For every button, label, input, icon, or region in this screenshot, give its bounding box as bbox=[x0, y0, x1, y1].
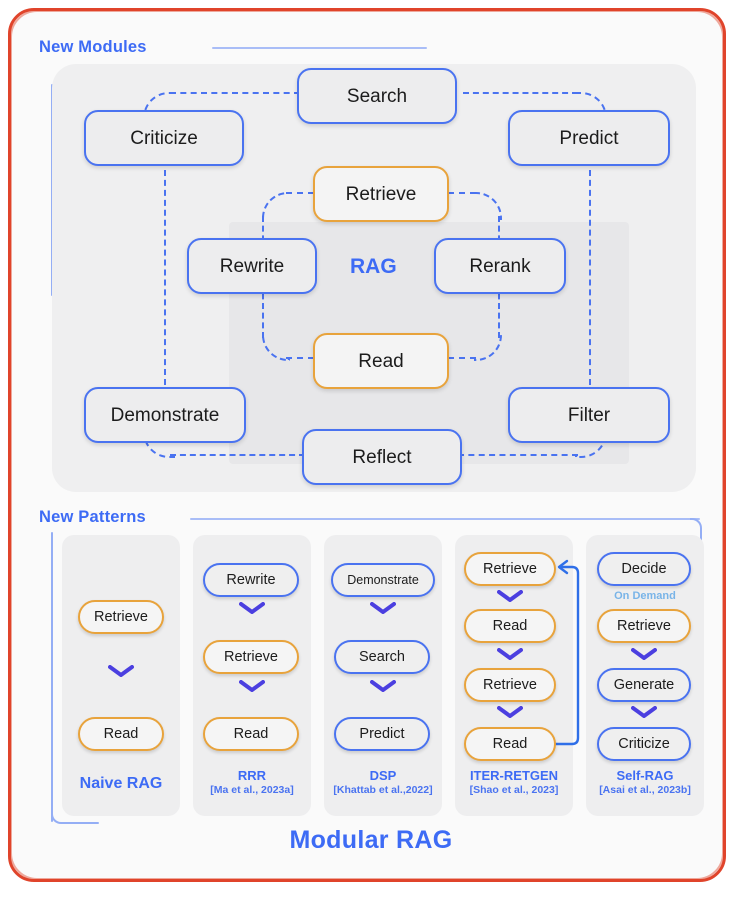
step-label: Retrieve bbox=[94, 609, 148, 625]
new-patterns-bracket-bottom bbox=[61, 822, 99, 824]
step-label: Read bbox=[492, 618, 528, 634]
node-label: Rewrite bbox=[219, 255, 285, 277]
pattern-step-selfrag-criticize[interactable]: Criticize bbox=[597, 727, 691, 761]
rag-center-label: RAG bbox=[350, 255, 397, 278]
step-label: Demonstrate bbox=[347, 573, 419, 587]
chevron-down-icon bbox=[239, 680, 265, 692]
module-node-filter[interactable]: Filter bbox=[508, 387, 670, 443]
module-node-retrieve[interactable]: Retrieve bbox=[313, 166, 449, 222]
node-label: Demonstrate bbox=[110, 404, 220, 426]
pattern-step-iter-retrieve-1[interactable]: Retrieve bbox=[464, 552, 556, 586]
node-label: Retrieve bbox=[345, 183, 417, 205]
node-label: Read bbox=[358, 350, 404, 372]
chevron-down-icon bbox=[497, 590, 523, 602]
inner-ring-bottom-right bbox=[448, 357, 476, 359]
node-label: Rerank bbox=[469, 255, 531, 277]
new-patterns-corner-bl bbox=[51, 812, 63, 824]
chevron-down-icon bbox=[631, 648, 657, 660]
pattern-step-naive-read[interactable]: Read bbox=[78, 717, 164, 751]
step-label: Search bbox=[359, 649, 405, 665]
new-patterns-rule bbox=[190, 518, 700, 520]
step-label: Generate bbox=[613, 677, 675, 693]
pattern-step-selfrag-decide[interactable]: Decide bbox=[597, 552, 691, 586]
step-label: Retrieve bbox=[483, 677, 537, 693]
pattern-citation-iter-retgen: [Shao et al., 2023] bbox=[469, 784, 559, 796]
module-node-read[interactable]: Read bbox=[313, 333, 449, 389]
pattern-step-dsp-search[interactable]: Search bbox=[334, 640, 430, 674]
pattern-step-dsp-demonstrate[interactable]: Demonstrate bbox=[331, 563, 435, 597]
new-modules-label: New Modules bbox=[39, 38, 147, 56]
iter-retgen-feedback-arrow bbox=[552, 559, 580, 746]
outer-ring-left bbox=[164, 160, 166, 385]
new-modules-rule bbox=[212, 47, 427, 49]
node-label: Reflect bbox=[352, 446, 412, 468]
step-label: Decide bbox=[621, 561, 667, 577]
inner-ring-top-left bbox=[286, 192, 314, 194]
pattern-step-iter-read-2[interactable]: Read bbox=[464, 727, 556, 761]
module-node-rerank[interactable]: Rerank bbox=[434, 238, 566, 294]
on-demand-annotation: On Demand bbox=[614, 590, 676, 602]
chevron-down-icon bbox=[370, 602, 396, 614]
chevron-down-icon bbox=[497, 648, 523, 660]
inner-ring-bottom-left bbox=[286, 357, 314, 359]
pattern-step-rrr-read[interactable]: Read bbox=[203, 717, 299, 751]
node-label: Predict bbox=[559, 127, 619, 149]
module-node-demonstrate[interactable]: Demonstrate bbox=[84, 387, 246, 443]
pattern-title-iter-retgen: ITER-RETGEN bbox=[469, 768, 559, 783]
chevron-down-icon bbox=[631, 706, 657, 718]
node-label: Filter bbox=[567, 404, 611, 426]
new-patterns-label: New Patterns bbox=[39, 508, 146, 526]
module-node-criticize[interactable]: Criticize bbox=[84, 110, 244, 166]
module-node-search[interactable]: Search bbox=[297, 68, 457, 124]
step-label: Criticize bbox=[618, 736, 670, 752]
module-node-reflect[interactable]: Reflect bbox=[302, 429, 462, 485]
pattern-step-iter-retrieve-2[interactable]: Retrieve bbox=[464, 668, 556, 702]
pattern-step-rrr-retrieve[interactable]: Retrieve bbox=[203, 640, 299, 674]
chevron-down-icon bbox=[239, 602, 265, 614]
step-label: Retrieve bbox=[617, 618, 671, 634]
module-node-rewrite[interactable]: Rewrite bbox=[187, 238, 317, 294]
step-label: Predict bbox=[359, 726, 405, 742]
new-patterns-bracket-left bbox=[51, 532, 53, 822]
new-patterns-corner-tr bbox=[690, 518, 702, 530]
step-label: Read bbox=[233, 726, 269, 742]
step-label: Retrieve bbox=[224, 649, 278, 665]
step-label: Read bbox=[492, 736, 528, 752]
pattern-step-dsp-predict[interactable]: Predict bbox=[334, 717, 430, 751]
figure-bottom-title: Modular RAG bbox=[289, 826, 453, 854]
pattern-title-dsp: DSP bbox=[369, 768, 397, 783]
outer-ring-top-right bbox=[463, 92, 578, 94]
pattern-step-selfrag-generate[interactable]: Generate bbox=[597, 668, 691, 702]
pattern-citation-dsp: [Khattab et al.,2022] bbox=[333, 784, 433, 796]
pattern-step-rrr-rewrite[interactable]: Rewrite bbox=[203, 563, 299, 597]
pattern-citation-self-rag: [Asai et al., 2023b] bbox=[599, 784, 691, 796]
pattern-title-self-rag: Self-RAG bbox=[616, 768, 674, 783]
outer-ring-top-left bbox=[170, 92, 300, 94]
outer-ring-bottom-right bbox=[458, 454, 578, 456]
module-node-predict[interactable]: Predict bbox=[508, 110, 670, 166]
pattern-step-iter-read-1[interactable]: Read bbox=[464, 609, 556, 643]
inner-ring-top-right bbox=[448, 192, 476, 194]
chevron-down-icon bbox=[108, 665, 134, 677]
chevron-down-icon bbox=[497, 706, 523, 718]
step-label: Read bbox=[103, 726, 139, 742]
pattern-step-naive-retrieve[interactable]: Retrieve bbox=[78, 600, 164, 634]
outer-ring-right bbox=[589, 160, 591, 385]
pattern-citation-rrr: [Ma et al., 2023a] bbox=[210, 784, 294, 796]
chevron-down-icon bbox=[370, 680, 396, 692]
pattern-title-rrr: RRR bbox=[237, 768, 267, 783]
outer-ring-corner-tl bbox=[143, 92, 175, 124]
pattern-title-naive-rag: Naive RAG bbox=[79, 775, 163, 792]
node-label: Criticize bbox=[130, 127, 198, 149]
pattern-step-selfrag-retrieve[interactable]: Retrieve bbox=[597, 609, 691, 643]
node-label: Search bbox=[346, 85, 408, 107]
outer-ring-bottom-left bbox=[170, 454, 305, 456]
step-label: Retrieve bbox=[483, 561, 537, 577]
step-label: Rewrite bbox=[226, 572, 276, 588]
